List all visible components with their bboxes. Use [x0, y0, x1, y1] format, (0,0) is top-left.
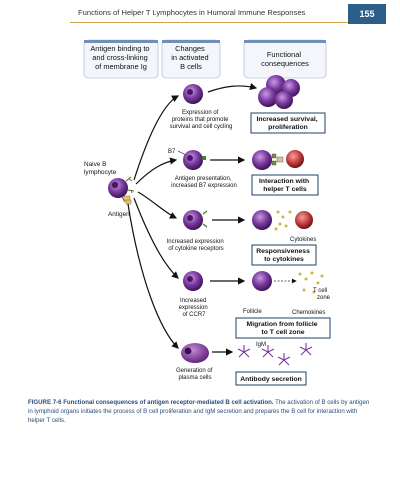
cytokines-label: Cytokines [290, 237, 316, 243]
change-plasma-cells: Generation of plasma cells [176, 368, 214, 381]
svg-text:Interaction with helpe: Interaction with helper T cells [259, 178, 311, 193]
antigen-label: Antigen [108, 211, 130, 218]
follicle-label: Follicle [243, 309, 262, 315]
svg-text:Functional consequences: Functional consequences [261, 50, 309, 68]
change-ccr7: Increased expression of CCR7 [179, 298, 210, 318]
consequence-box-antibody: Antibody secretion [235, 371, 307, 386]
t-cell-zone-label: T cell zone [313, 288, 331, 301]
consequence-box-survival: Increased survival, proliferation [250, 112, 326, 134]
branch-arrows [127, 95, 180, 349]
figure-7-6: Antigen binding to and cross-linking of … [83, 39, 331, 386]
svg-text:Migration from follicle: Migration from follicle to T cell zone [247, 321, 320, 336]
change-antigen-presentation: Antigen presentation, increased B7 expre… [171, 176, 237, 189]
chemokines-label: Chemokines [292, 310, 325, 316]
svg-text:Increased survival, pr: Increased survival, proliferation [256, 116, 319, 131]
consequence-box-helper-t: Interaction with helper T cells [251, 174, 319, 196]
b7-label: B7 [168, 149, 176, 155]
row-ccr7: Increased expression of CCR7 T cell zone… [179, 271, 331, 339]
page-number: 155 [348, 4, 386, 24]
row-antigen-presentation: B7 Antigen presentation, increased B7 ex… [168, 149, 319, 196]
caption-body: The activation of B cells by antigen in … [28, 399, 370, 424]
change-cytokine-receptors: Increased expression of cytokine recepto… [167, 239, 226, 252]
svg-text:Responsiveness to cyto: Responsiveness to cytokines [256, 248, 312, 263]
consequence-box-migration: Migration from follicle to T cell zone [235, 317, 331, 339]
igm-pentamers [237, 343, 313, 366]
change-survival: Expression of proteins that promote surv… [170, 110, 233, 130]
header-rule [70, 22, 348, 23]
svg-text:Antigen binding to and c: Antigen binding to and cross-linking of … [90, 44, 151, 71]
column-header-changes: Changes in activated B cells [161, 39, 221, 79]
column-header-consequences: Functional consequences [243, 39, 327, 79]
row-cytokine-receptors: Increased expression of cytokine recepto… [167, 210, 317, 266]
page-header: Functions of Helper T Lymphocytes in Hum… [0, 0, 400, 24]
row-plasma-cells: Generation of plasma cells IgM Antibody … [176, 342, 313, 386]
svg-text:Changes in activated: Changes in activated B cells [171, 44, 210, 71]
running-head: Functions of Helper T Lymphocytes in Hum… [78, 8, 306, 17]
svg-text:Antibody secretion: Antibody secretion [240, 376, 302, 383]
igm-label: IgM [256, 342, 266, 348]
column-header-antigen-binding: Antigen binding to and cross-linking of … [83, 39, 159, 79]
consequence-box-cytokines: Responsiveness to cytokines [251, 244, 317, 266]
row-survival: Expression of proteins that promote surv… [170, 75, 326, 134]
naive-b-label: Naive B lymphocyte [84, 161, 117, 176]
antigen-cluster [123, 195, 132, 205]
figure-caption: FIGURE 7-6 Functional consequences of an… [28, 399, 374, 425]
caption-lead: FIGURE 7-6 Functional consequences of an… [28, 399, 274, 406]
